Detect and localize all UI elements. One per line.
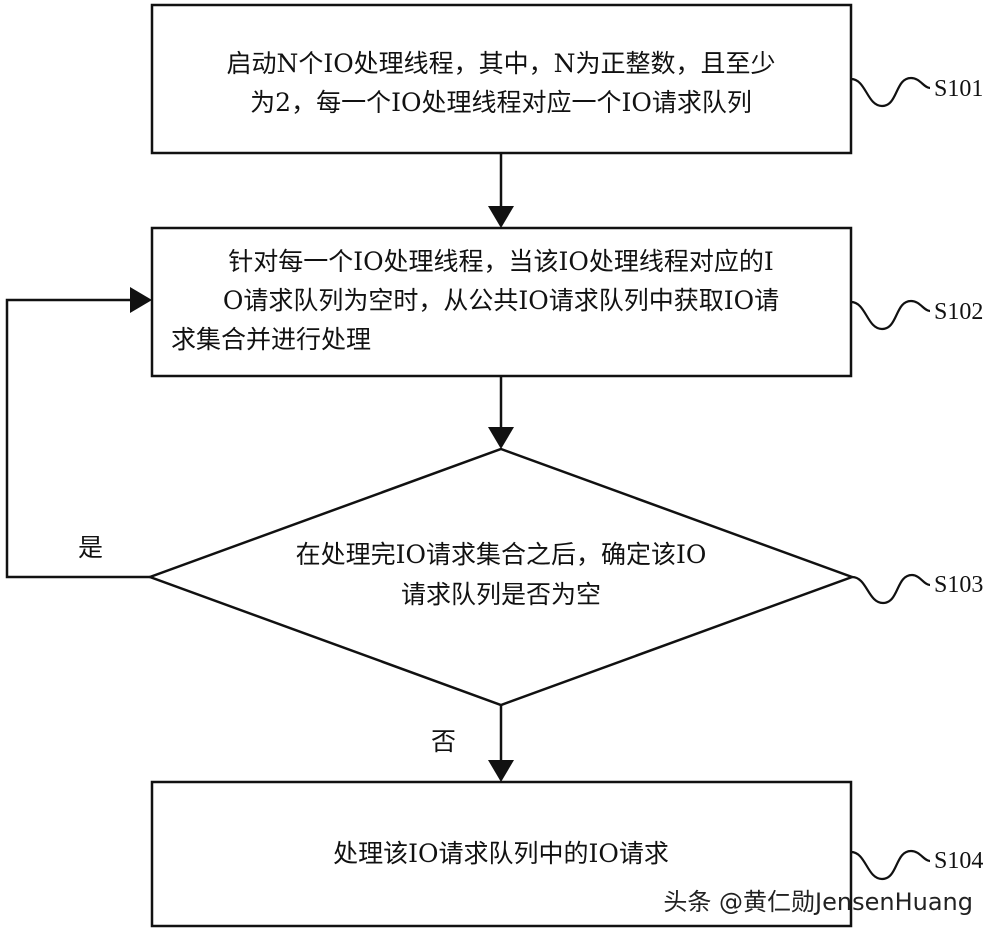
step-s102-line-1: 针对每一个IO处理线程，当该IO处理线程对应的I: [228, 247, 774, 276]
step-label-s101: S101: [850, 76, 983, 108]
step-label-s103: S103: [851, 572, 983, 605]
arrowhead-s102-to-s103: [488, 427, 514, 449]
step-s102: 针对每一个IO处理线程，当该IO处理线程对应的I O请求队列为空时，从公共IO请…: [150, 226, 853, 378]
step-s101-box: [150, 3, 853, 155]
yes-loop-connector: [5, 287, 152, 579]
step-s104: 处理该IO请求队列中的IO请求: [150, 780, 853, 928]
step-label-text-s101: S101: [934, 76, 983, 102]
step-s103-line-2: 请求队列是否为空: [401, 580, 601, 609]
arrowhead-s103-to-s104: [488, 760, 514, 782]
step-s102-line-2: O请求队列为空时，从公共IO请求队列中获取IO请: [223, 286, 779, 315]
leader-wave-s104: [850, 849, 931, 881]
step-s103-line-1: 在处理完IO请求集合之后，确定该IO: [296, 540, 707, 569]
branch-no-label: 否: [431, 727, 456, 756]
leader-wave-s101: [850, 76, 931, 108]
yes-loop-arrowhead: [130, 287, 152, 313]
step-label-s102: S102: [850, 299, 983, 331]
step-s103: 在处理完IO请求集合之后，确定该IO 请求队列是否为空: [146, 447, 856, 707]
step-label-text-s103: S103: [934, 572, 983, 598]
step-s102-line-3-visible: 求集合并进行处理: [171, 325, 371, 354]
step-label-text-s102: S102: [934, 299, 983, 325]
step-label-s104: S104: [850, 848, 983, 881]
watermark-text: 头条 @黄仁勋JensenHuang: [663, 888, 973, 916]
step-s104-box: [150, 780, 853, 928]
yes-loop-line: [5, 298, 150, 579]
step-s101: 启动N个IO处理线程，其中，N为正整数，且至少 为2，每一个IO处理线程对应一个…: [150, 3, 853, 155]
main-connectors: [488, 153, 514, 782]
step-s102-box: [150, 226, 853, 378]
branch-yes-label: 是: [78, 533, 103, 562]
step-s104-line-1: 处理该IO请求队列中的IO请求: [333, 839, 669, 868]
leader-wave-s102: [850, 299, 931, 331]
arrowhead-s101-to-s102: [488, 206, 514, 228]
leader-wave-s103: [851, 573, 931, 605]
step-s103-diamond: [146, 447, 856, 707]
step-s101-line-2: 为2，每一个IO处理线程对应一个IO请求队列: [250, 88, 752, 117]
step-label-text-s104: S104: [934, 848, 983, 874]
step-s101-line-1: 启动N个IO处理线程，其中，N为正整数，且至少: [226, 49, 775, 78]
